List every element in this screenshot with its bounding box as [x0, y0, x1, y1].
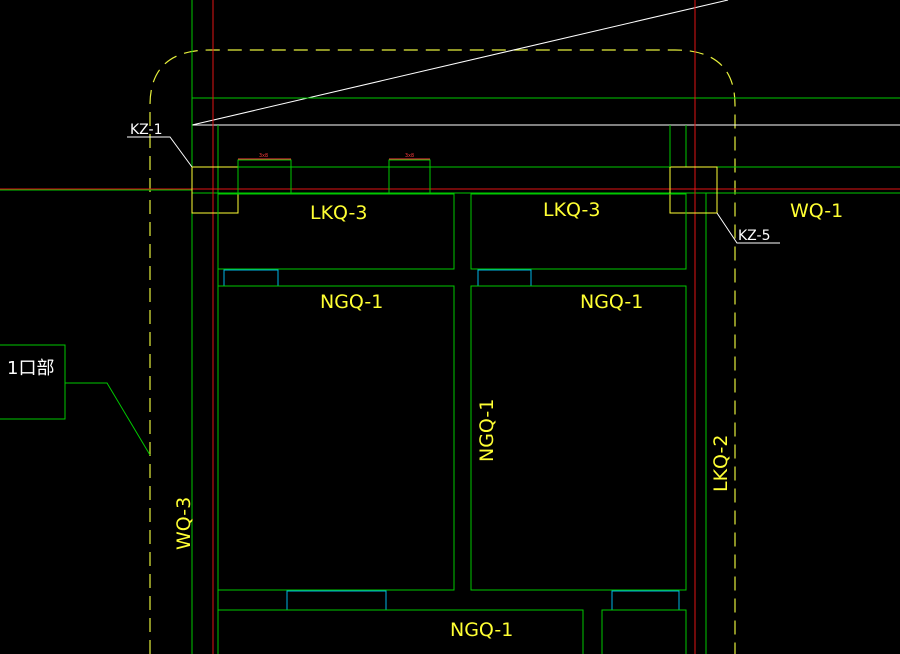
column-kz5	[669, 166, 718, 214]
dim-text-a: 3x8	[259, 153, 268, 159]
label-wq1: WQ-1	[790, 200, 843, 222]
side-label-text: 1口部	[7, 358, 54, 379]
label-ngq1-left: NGQ-1	[320, 291, 383, 313]
label-lkq3-right: LKQ-3	[543, 199, 600, 221]
label-lkq2: LKQ-2	[710, 435, 732, 492]
panel-ngq1-bottom	[217, 609, 584, 654]
panel-lkq3-left	[217, 193, 455, 270]
label-ngq1-vertical: NGQ-1	[476, 399, 498, 462]
label-kz1: KZ-1	[130, 122, 162, 138]
leader-kz5	[716, 212, 780, 244]
panel-ngq1-right	[470, 285, 687, 591]
dashed-boundary	[149, 49, 736, 654]
panel-bottom-right	[601, 609, 687, 654]
label-ngq1-bottom: NGQ-1	[450, 619, 513, 641]
side-label-box	[0, 344, 66, 420]
panel-ngq1-left	[217, 285, 455, 591]
label-wq3: WQ-3	[173, 497, 195, 550]
panel-lkq3-right	[470, 193, 687, 270]
label-kz5: KZ-5	[738, 228, 770, 244]
dim-text-b: 3x8	[405, 153, 414, 159]
leader-kz1	[127, 136, 193, 168]
label-lkq3-left: LKQ-3	[310, 202, 367, 224]
label-ngq1-right: NGQ-1	[580, 291, 643, 313]
leader-side-box	[65, 382, 151, 456]
white-diagonal-line	[191, 0, 729, 126]
